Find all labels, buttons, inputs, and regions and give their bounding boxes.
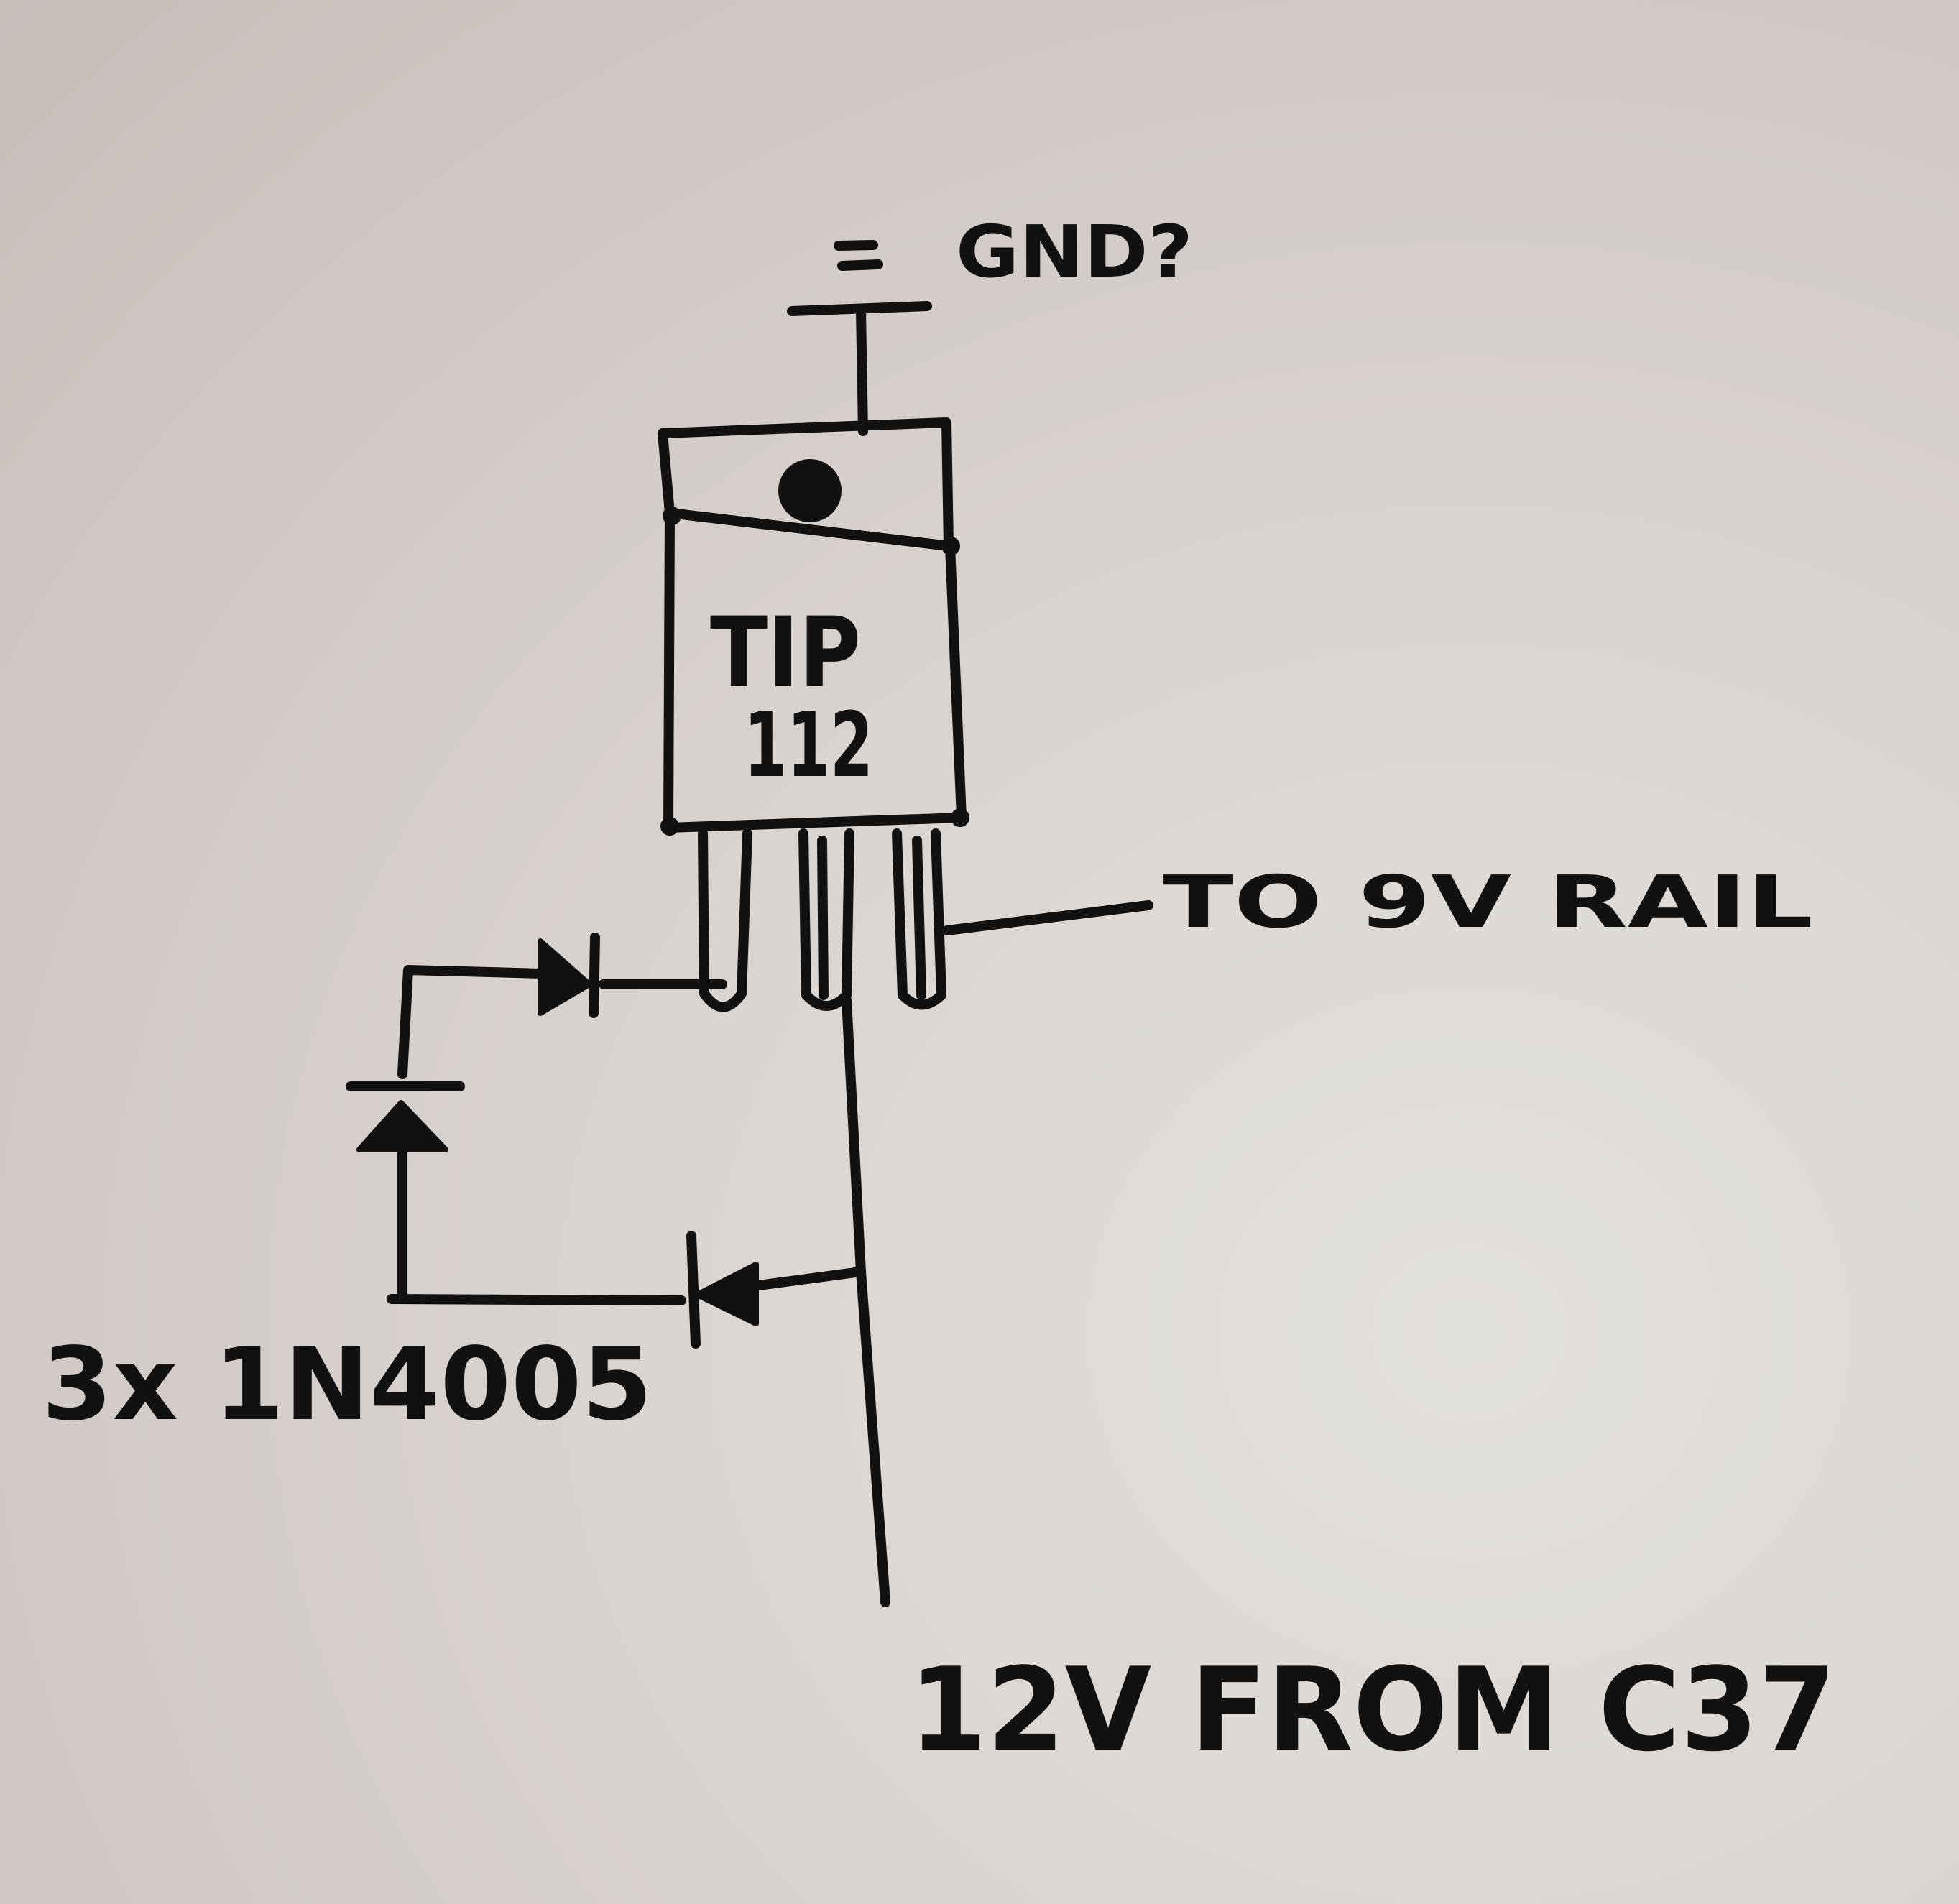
transistor-package [658,417,969,836]
input-wire [842,995,890,1607]
output-wire [942,900,1153,935]
output-label: TO 9V RAIL [1163,860,1813,944]
ground-icon [787,240,932,436]
part-number-line1: TIP [710,596,861,709]
input-label: 12V FROM C37 [909,1642,1836,1777]
diode-string [346,933,866,1349]
diode-icon [346,1081,465,1152]
diode-label: 3x 1N4005 [42,1326,653,1443]
diode-icon [538,933,600,1018]
part-number-line2: 112 [744,693,873,798]
diode-icon [686,1231,759,1349]
ground-label: GND? [956,210,1193,294]
transistor-pins [698,828,946,1012]
mounting-hole-icon [778,459,842,522]
